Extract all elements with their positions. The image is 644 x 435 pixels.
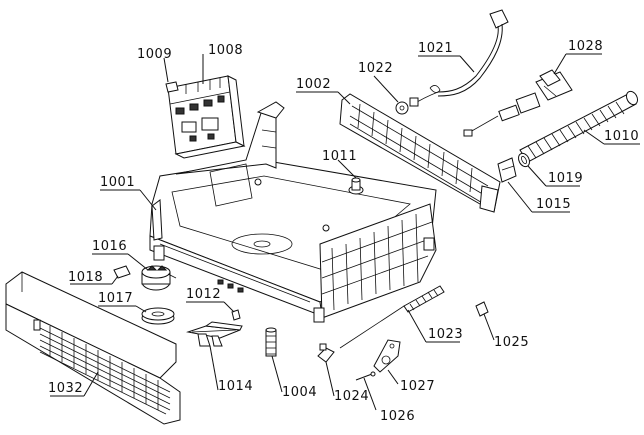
part-1001-base-frame [149,101,437,323]
label-1022: 1022 [358,61,393,76]
label-1002: 1002 [296,77,331,92]
label-1017: 1017 [98,291,133,306]
label-1011: 1011 [322,149,357,164]
label-1025: 1025 [494,335,529,350]
label-1026: 1026 [380,409,415,424]
label-1024: 1024 [334,389,369,404]
part-1018-clip [113,265,131,279]
label-1023: 1023 [428,327,463,342]
part-1009-clip [165,81,179,93]
label-1027: 1027 [400,379,435,394]
part-1026-screw [355,371,376,381]
label-1021: 1021 [418,41,453,56]
part-1023-spring [339,285,445,349]
label-1015: 1015 [536,197,571,212]
part-1012-pin [231,309,241,321]
part-1017-disc [141,307,175,325]
label-1032: 1032 [48,381,83,396]
label-1012: 1012 [186,287,221,302]
label-1019: 1019 [548,171,583,186]
label-1014: 1014 [218,379,253,394]
label-1016: 1016 [92,239,127,254]
label-1004: 1004 [282,385,317,400]
part-1016-valve [141,265,177,291]
label-1018: 1018 [68,270,103,285]
part-1008-control-board [167,75,246,159]
part-1028-drain-pump [463,69,573,137]
part-1002-rear-panel [339,93,501,213]
part-1011-plug [348,177,364,195]
part-1021-power-cable [409,9,509,107]
label-1001: 1001 [100,175,135,190]
part-1025-clip [475,301,489,317]
label-1009: 1009 [137,47,172,62]
part-1032-kick-plate [5,271,181,425]
label-1008: 1008 [208,43,243,58]
part-1015-connector [497,157,517,183]
part-1004-tube [265,327,277,357]
part-1024-latch [317,343,335,363]
part-1014-bracket [186,321,243,347]
part-1022-sensor [395,101,409,115]
part-1027-hinge-plate [373,339,401,373]
part-1019-o-ring [517,152,531,168]
label-1010: 1010 [604,129,639,144]
label-1028: 1028 [568,39,603,54]
